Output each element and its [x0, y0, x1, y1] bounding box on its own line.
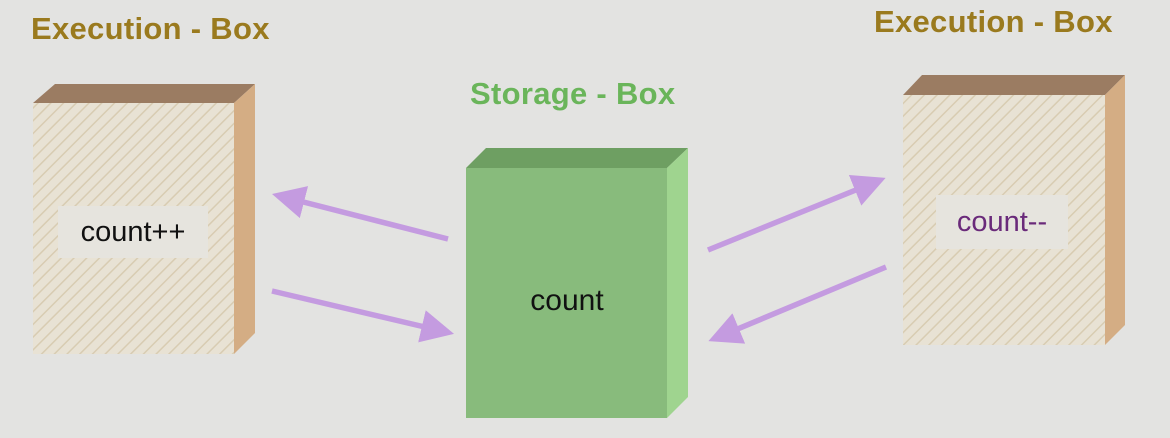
- arrow-storage-to-right-exec: [706, 175, 886, 253]
- arrow-storage-to-left-exec: [272, 186, 449, 242]
- storage-box-label: Storage - Box: [470, 76, 676, 111]
- storage-box-text: count: [530, 284, 604, 317]
- storage-box-top: [466, 148, 688, 168]
- storage-box-side: [667, 148, 688, 418]
- storage-box-front: [466, 168, 667, 418]
- execution-box-left-label: Execution - Box: [31, 11, 270, 46]
- execution-box-left-text: count++: [58, 206, 208, 258]
- arrow-left-exec-to-storage: [271, 288, 455, 343]
- arrow-right-exec-to-storage: [708, 264, 888, 344]
- execution-box-right-top: [903, 75, 1125, 95]
- storage-box: [466, 148, 688, 418]
- execution-box-right-text: count--: [936, 195, 1068, 249]
- execution-box-right-side: [1105, 75, 1125, 345]
- execution-box-right-label: Execution - Box: [874, 4, 1113, 39]
- execution-box-left-side: [234, 84, 255, 354]
- execution-box-left-top: [33, 84, 255, 103]
